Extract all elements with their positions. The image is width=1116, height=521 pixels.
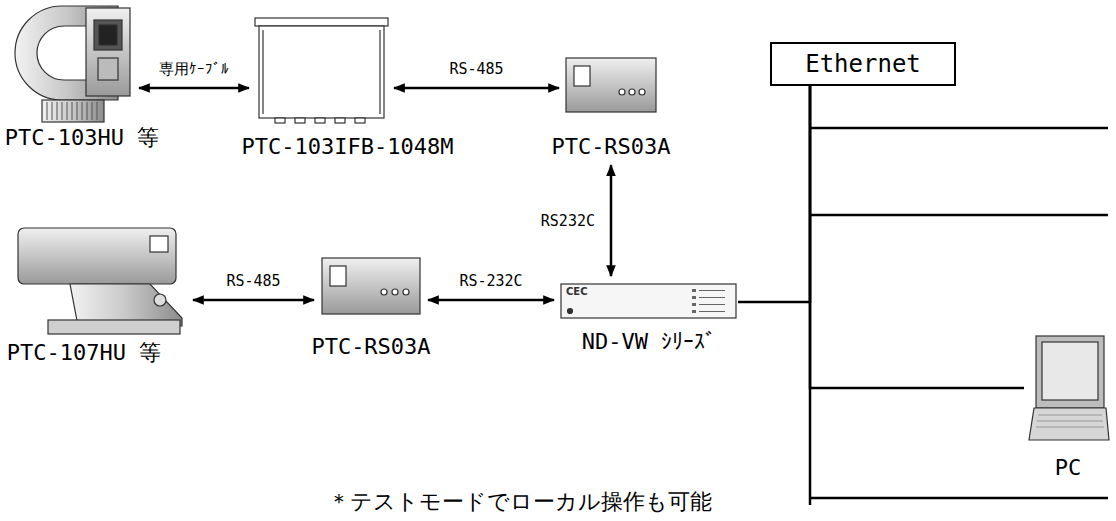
- network-link: [738, 86, 810, 302]
- converter-unit: PTC-RS03A: [565, 55, 657, 115]
- network-link: [810, 86, 1024, 388]
- converter-box: [566, 58, 656, 112]
- network-box: Ethernet: [770, 42, 956, 86]
- device-name: PTC-107HU 等: [7, 340, 161, 365]
- device-name: PTC-RS03A: [311, 334, 430, 359]
- converter-unit: PTC-RS03A: [320, 255, 422, 317]
- signal-arrow: [610, 165, 613, 276]
- footnote: ＊テストモードでローカル操作も可能: [328, 487, 712, 517]
- signal-label: RS-485: [447, 60, 505, 78]
- signal-arrow: [394, 87, 559, 90]
- interface-box: [255, 18, 388, 123]
- brand-logo: CEC: [566, 286, 588, 297]
- interface-unit: PTC-103IFB-1048M: [255, 18, 388, 122]
- ethernet-bus: [810, 86, 1108, 505]
- device-name: PC: [1055, 455, 1082, 480]
- converter-box: [322, 258, 420, 314]
- device-name: PTC-103IFB-1048M: [242, 134, 454, 159]
- pan-tilt-camera: [18, 228, 182, 334]
- device-name: PTC-RS03A: [551, 134, 670, 159]
- camera-unit: PTC-107HU 等: [15, 225, 187, 337]
- dome-camera: [15, 6, 130, 122]
- signal-label: RS-485: [224, 272, 282, 290]
- signal-label: RS-232C: [457, 272, 524, 290]
- signal-arrow: [139, 87, 249, 90]
- pc-unit: PC: [1024, 333, 1112, 443]
- signal-label: 専用ｹｰﾌﾞﾙ: [157, 60, 231, 78]
- device-name: ND-VW ｼﾘｰｽﾞ: [582, 329, 716, 354]
- signal-arrow: [428, 299, 554, 302]
- camera-unit: PTC-103HU 等: [15, 0, 133, 122]
- signal-label: RS232C: [539, 212, 597, 230]
- laptop-pc: [1029, 336, 1109, 440]
- network-server: [561, 284, 736, 318]
- box-label: Ethernet: [805, 51, 921, 77]
- device-name: PTC-103HU 等: [5, 125, 159, 150]
- signal-arrow: [193, 299, 314, 302]
